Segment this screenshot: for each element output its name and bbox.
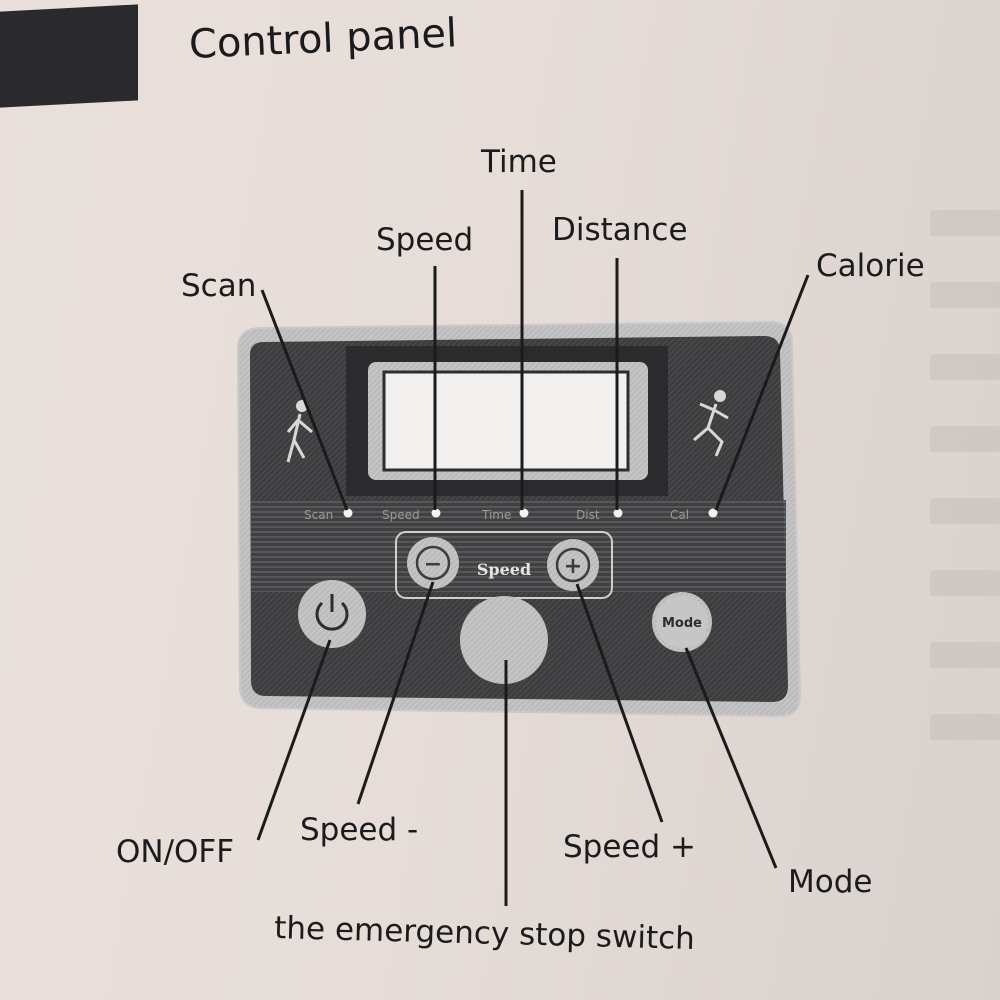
runner-right-icon [693,390,729,457]
indicator-time-led [519,508,529,518]
indicator-dist-label: Dist [576,508,600,522]
speed-plus-button[interactable]: + [547,539,599,591]
mode-leader [684,647,778,869]
speed-plus-leader [575,583,664,823]
label-calorie: Calorie [816,248,925,284]
callout-labels: Scan Speed Time Distance Calorie ON/OFF … [116,144,925,957]
leader-lines [256,190,810,906]
label-speed: Speed [376,222,473,258]
plus-icon: + [564,554,582,579]
calorie-leader [714,274,810,511]
label-on-off: ON/OFF [116,834,234,870]
power-icon [315,594,349,631]
bleed-through-text [930,210,1000,786]
lcd-display [346,346,668,496]
speed-minus-button[interactable]: − [407,537,459,589]
label-emergency-stop: the emergency stop switch [274,910,695,957]
emergency-stop-button[interactable] [460,596,548,684]
mode-button[interactable]: Mode [652,592,712,652]
scan-leader [260,289,349,511]
indicator-dist-led [613,508,623,518]
label-speed-minus: Speed - [300,812,418,848]
indicator-cal-led [708,508,718,518]
label-mode: Mode [788,864,872,900]
indicator-scan-label: Scan [304,508,333,522]
indicator-speed-label: Speed [382,508,420,522]
indicator-row: Scan Speed Time Dist Cal [304,508,718,522]
label-scan: Scan [181,268,256,304]
speed-minus-leader [356,581,435,805]
label-time: Time [480,144,557,180]
mode-button-label: Mode [662,616,702,631]
label-distance: Distance [552,212,688,248]
minus-icon: − [424,552,442,577]
indicator-speed-led [431,508,441,518]
power-button[interactable] [298,580,366,648]
indicator-time-label: Time [481,508,511,522]
on-off-leader [256,639,332,841]
indicator-scan-led [343,508,353,518]
speed-group-label: Speed [477,560,531,579]
label-speed-plus: Speed + [563,829,696,865]
indicator-cal-label: Cal [670,508,689,522]
